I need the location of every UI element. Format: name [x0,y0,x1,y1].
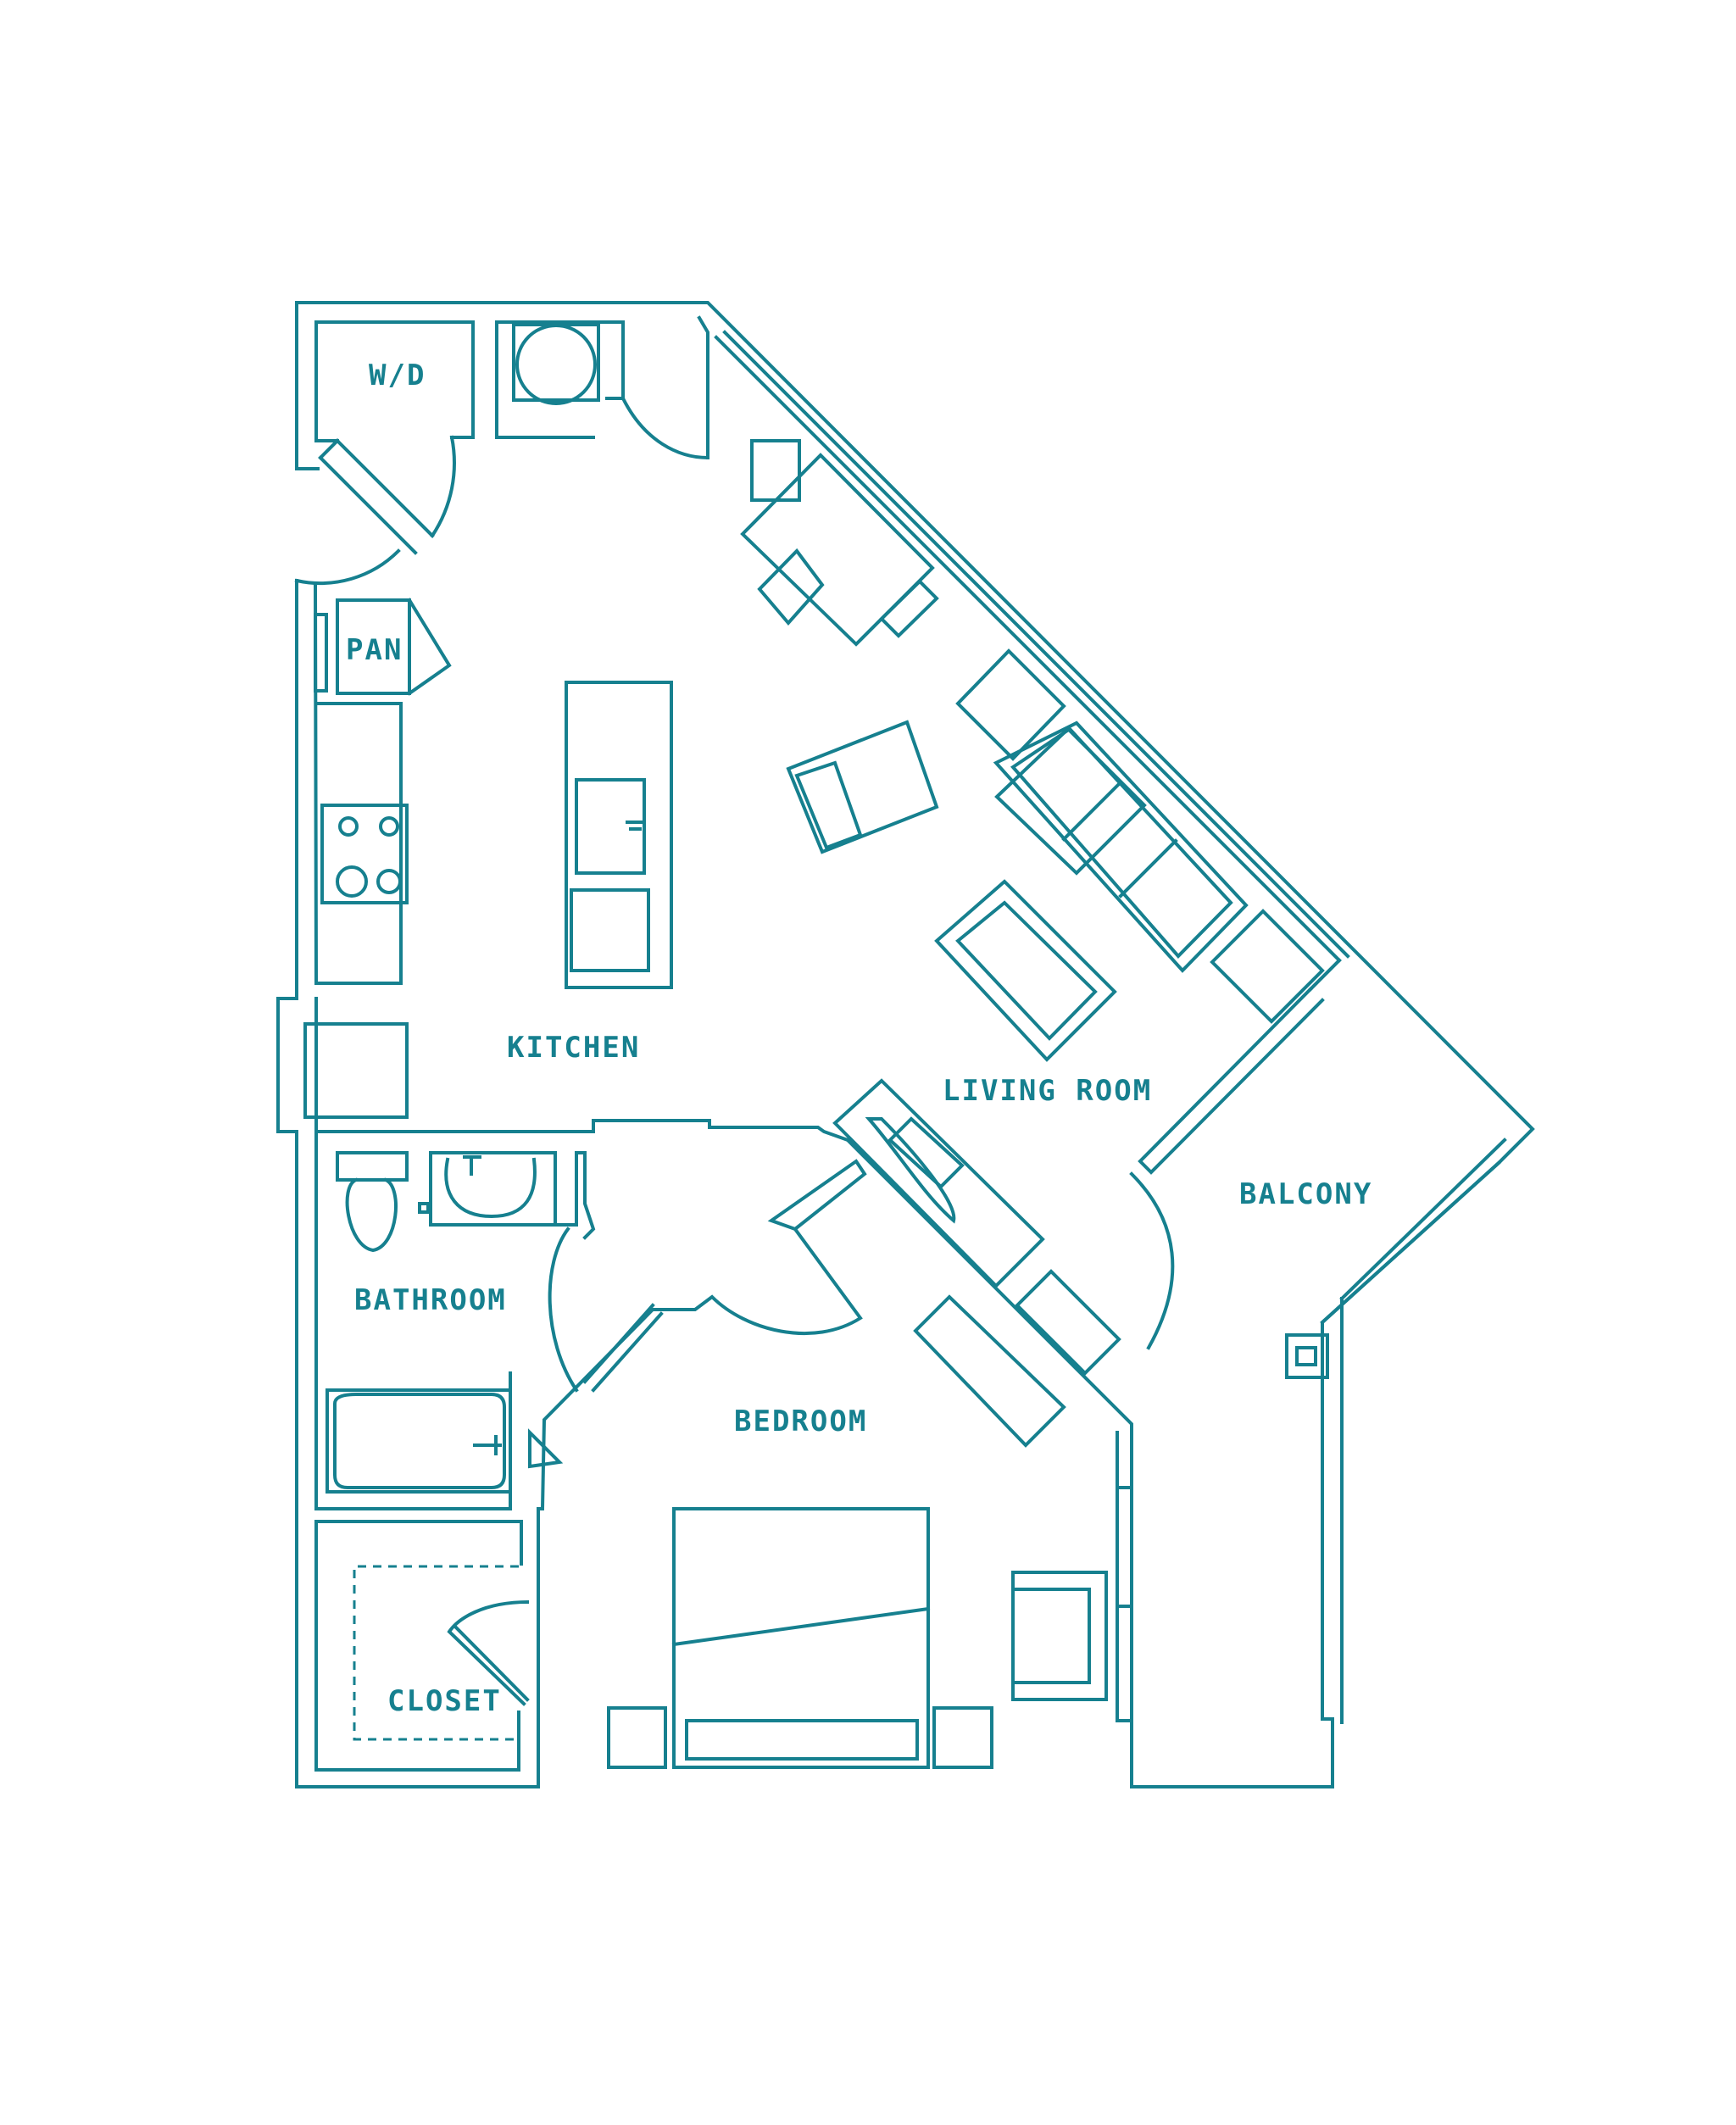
refrigerator [303,1022,409,1119]
balcony-door [1015,1171,1175,1376]
balcony-railing [1285,1138,1507,1724]
closet [314,1520,530,1772]
bathroom [314,1119,711,1510]
tv-console [832,1078,1045,1288]
label-pantry: PAN [346,633,403,667]
water-heater-closet [512,323,710,460]
label-bathroom: BATHROOM [354,1283,507,1317]
label-wd: W/D [369,359,426,392]
bedroom-furniture [607,1294,1108,1769]
label-bedroom: BEDROOM [734,1405,867,1438]
label-balcony: BALCONY [1239,1177,1372,1211]
kitchen-island [565,681,673,989]
label-kitchen: KITCHEN [507,1031,640,1065]
pantry [314,598,452,696]
kitchen-counter [314,702,409,985]
washer-dryer-closet [318,435,456,555]
diagonal-window-wall [714,330,1350,1175]
dining-set [740,439,939,647]
entry-door [294,548,401,586]
label-closet: CLOSET [387,1684,502,1718]
living-furniture [786,648,1325,1062]
label-living-room: LIVING ROOM [943,1074,1152,1108]
bedroom-walls [537,1126,1133,1788]
